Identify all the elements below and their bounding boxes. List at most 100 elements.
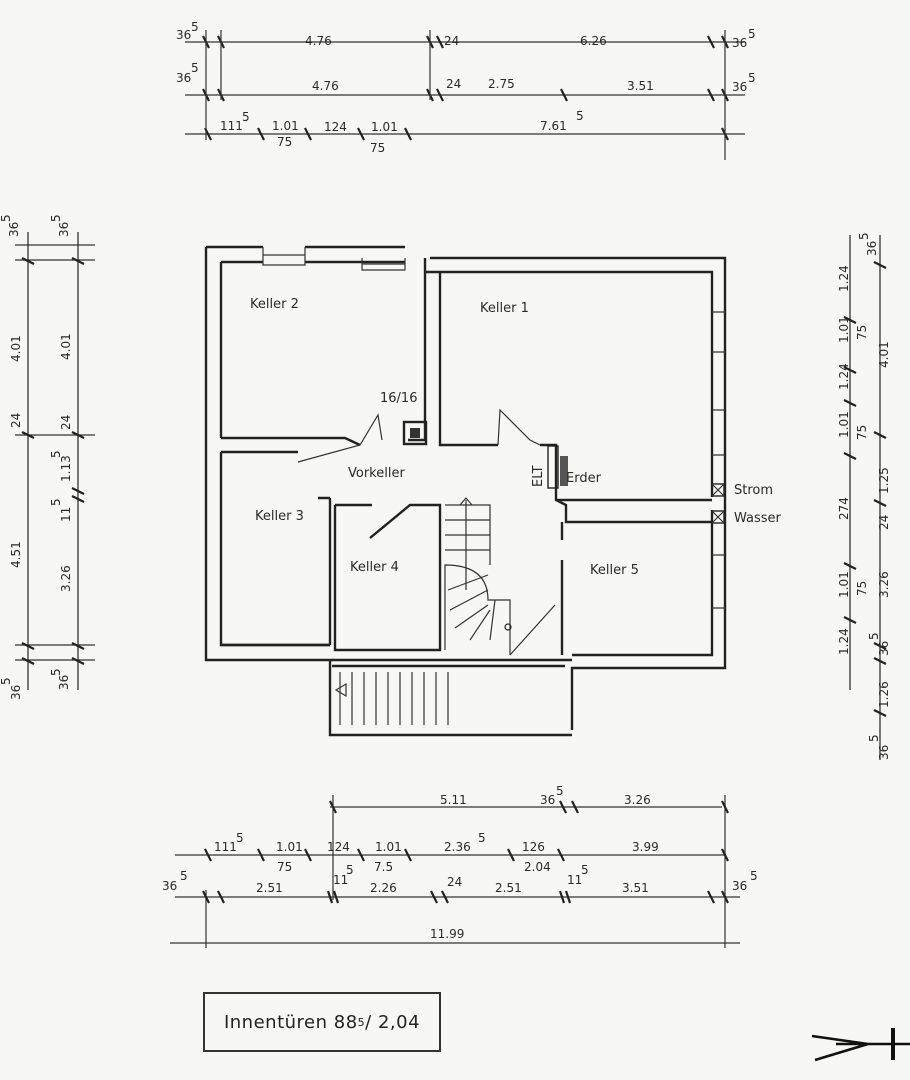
dim-bot-r1-b: 36 [540, 793, 555, 807]
dim-right-j: 75 [855, 581, 869, 596]
dim-top-r1-e: 36 [732, 36, 747, 50]
dim-top-r2-a-sup: 5 [191, 61, 199, 75]
dim-bot-r3-g-sup: 5 [581, 863, 589, 877]
dim-bot-r2-i: 7.5 [374, 860, 393, 874]
dim-right-h: 75 [855, 325, 869, 340]
doors-note-sup: 5 [357, 1015, 366, 1029]
dim-right-r-sup: 5 [867, 734, 881, 742]
elt-label: ELT [531, 465, 546, 487]
dim-bot-r3-a: 36 [162, 879, 177, 893]
dim-top-r3-e-sup: 5 [576, 109, 584, 123]
dim-right-e: 274 [837, 497, 851, 520]
dim-top-r1-c: 24 [444, 34, 459, 48]
dim-bot-r3-g: 11 [567, 873, 582, 887]
dim-left-in-a-sup: 5 [49, 214, 63, 222]
elt-box [547, 445, 559, 489]
doors-note-suffix: / 2,04 [365, 1011, 421, 1033]
dim-bot-r3-c: 11 [333, 873, 348, 887]
bottom-dimension-chains: 5.11 36 5 3.26 111 5 1.01 124 1.01 2.36 … [162, 784, 758, 948]
dim-bot-r2-d: 1.01 [375, 840, 402, 854]
dim-bot-r2-e: 2.36 [444, 840, 471, 854]
strom-label: Strom [734, 483, 773, 498]
room-keller-2: Keller 2 [250, 297, 299, 312]
room-keller-3: Keller 3 [255, 509, 304, 524]
dim-right-q: 1.26 [877, 681, 891, 708]
dim-bot-r3-a-sup: 5 [180, 869, 188, 883]
dim-bot-r3-c-sup: 5 [346, 863, 354, 877]
dim-left-c: 24 [9, 413, 23, 428]
dim-left-in-e-sup: 5 [49, 498, 63, 506]
chimney-label: 16/16 [380, 391, 417, 406]
dim-right-d: 1.01 [837, 411, 851, 438]
dim-bot-r2-c: 124 [327, 840, 350, 854]
dim-top-r2-d: 2.75 [488, 77, 515, 91]
dim-left-a-sup: 5 [0, 214, 13, 222]
dim-bot-r2-a: 111 [214, 840, 237, 854]
dim-top-r2-f: 36 [732, 80, 747, 94]
dim-bot-r3-h: 3.51 [622, 881, 649, 895]
strom-connection-icon [711, 483, 725, 497]
dim-top-r3-g: 75 [370, 141, 385, 155]
dim-right-r: 36 [877, 745, 891, 760]
dim-right-a: 1.24 [837, 265, 851, 292]
dim-top-r2-b: 4.76 [312, 79, 339, 93]
dim-right-o: 3.26 [877, 571, 891, 598]
dim-right-f: 1.01 [837, 571, 851, 598]
dim-left-in-d: 1.13 [59, 455, 73, 482]
dim-top-r1-a-sup: 5 [191, 20, 199, 34]
dim-bot-r3-b: 2.51 [256, 881, 283, 895]
dim-top-r1-b: 4.76 [305, 34, 332, 48]
erder-label: Erder [566, 471, 602, 486]
dim-top-r3-b: 1.01 [272, 119, 299, 133]
dim-bot-r3-f: 2.51 [495, 881, 522, 895]
dim-left-d: 4.51 [9, 541, 23, 568]
dim-top-r3-c: 124 [324, 120, 347, 134]
dim-left-a: 36 [7, 222, 21, 237]
dim-bot-r3-d: 2.26 [370, 881, 397, 895]
dim-bot-r1-b-sup: 5 [556, 784, 564, 798]
dim-bot-r2-j: 2.04 [524, 860, 551, 874]
dim-top-r2-c: 24 [446, 77, 461, 91]
left-dimension-chains: 36 5 4.01 24 4.51 36 5 36 5 4.01 24 1.13… [0, 214, 95, 700]
dim-right-m: 1.25 [877, 467, 891, 494]
dim-top-r1-e-sup: 5 [748, 27, 756, 41]
dim-left-in-e: 11 [59, 507, 73, 522]
dim-right-n: 24 [877, 515, 891, 530]
dim-top-r1-a: 36 [176, 28, 191, 42]
dim-right-l: 4.01 [877, 341, 891, 368]
dim-bot-r2-h: 75 [277, 860, 292, 874]
room-keller-5: Keller 5 [590, 563, 639, 578]
dim-right-k-sup: 5 [857, 232, 871, 240]
dim-bot-r2-e-sup: 5 [478, 831, 486, 845]
dim-right-c: 1.24 [837, 363, 851, 390]
dim-right-g: 1.24 [837, 628, 851, 655]
dim-left-in-g: 36 [57, 675, 71, 690]
dim-bot-r2-a-sup: 5 [236, 831, 244, 845]
building-walls [204, 245, 727, 737]
dim-left-in-g-sup: 5 [49, 668, 63, 676]
dim-bot-r3-e: 24 [447, 875, 462, 889]
dim-bot-r2-b: 1.01 [276, 840, 303, 854]
dim-left-e: 36 [9, 685, 23, 700]
dim-left-b: 4.01 [9, 335, 23, 362]
dim-top-r3-d: 1.01 [371, 120, 398, 134]
dim-left-in-c: 24 [59, 415, 73, 430]
dim-left-in-a: 36 [57, 222, 71, 237]
dim-top-r1-d: 6.26 [580, 34, 607, 48]
room-keller-1: Keller 1 [480, 301, 529, 316]
dim-top-r3-a-sup: 5 [242, 110, 250, 124]
room-keller-4: Keller 4 [350, 560, 399, 575]
dim-bot-r3-i-sup: 5 [750, 869, 758, 883]
dim-left-in-d-sup: 5 [49, 450, 63, 458]
chimney-symbol [402, 420, 428, 446]
wasser-connection-icon [711, 510, 725, 524]
dim-top-r3-e: 7.61 [540, 119, 567, 133]
dim-bot-r1-a: 5.11 [440, 793, 467, 807]
top-dimension-chains: 36 5 4.76 24 6.26 36 5 36 5 4.76 24 2.75… [176, 20, 756, 160]
doors-note-prefix: Innentüren 88 [223, 1011, 358, 1033]
dim-top-r2-a: 36 [176, 71, 191, 85]
staircase [332, 497, 572, 725]
right-dimension-chains: 1.24 1.01 1.24 1.01 274 1.01 1.24 75 75 … [837, 232, 891, 760]
dim-bot-r2-g: 3.99 [632, 840, 659, 854]
